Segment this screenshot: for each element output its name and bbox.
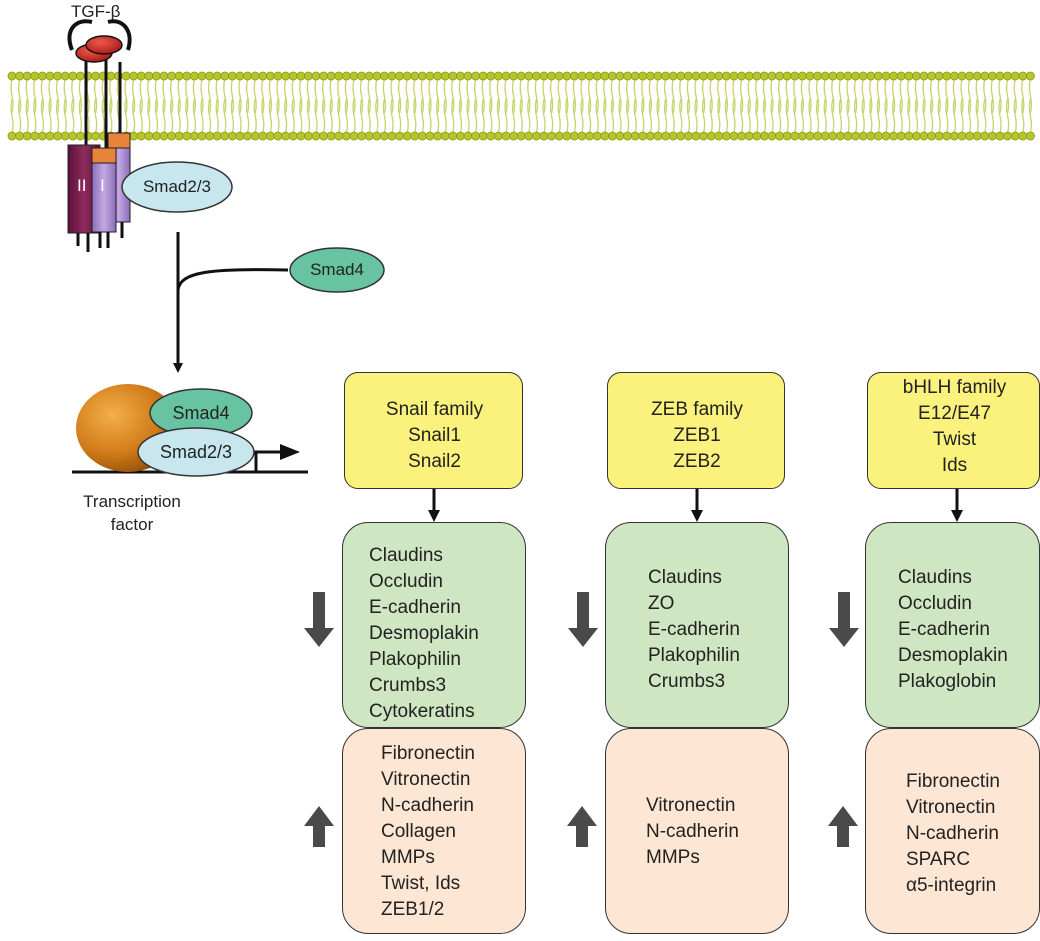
tgf-beta-label: TGF-β [71, 2, 121, 21]
list-item: Occludin [369, 571, 443, 592]
receptor-type-i-cap-back [107, 132, 131, 149]
down-regulation-arrows [304, 592, 859, 647]
list-item: SPARC [906, 849, 971, 870]
list-item: Occludin [898, 593, 972, 614]
list-item: N-cadherin [381, 795, 474, 816]
snail-family-box: Snail family Snail1 Snail2 [344, 372, 523, 489]
list-item: MMPs [381, 847, 435, 868]
smad23-nuclear [137, 427, 255, 477]
list-item: Desmoplakin [898, 645, 1008, 666]
down-arrow-bhlh [829, 592, 859, 647]
smad23-nuclear-label: Smad2/3 [159, 442, 233, 462]
cell-membrane [7, 71, 1035, 141]
list-item: N-cadherin [906, 823, 999, 844]
family-connectors [428, 488, 963, 522]
down-arrow-zeb [568, 592, 598, 647]
snail-upregulated-list: Fibronectin Vitronectin N-cadherin Colla… [381, 741, 475, 923]
list-item: ZEB1/2 [381, 899, 445, 920]
list-item: Vitronectin [906, 797, 996, 818]
bhlh-family-member: Ids [941, 455, 968, 476]
smad23-cytoplasmic-label: Smad2/3 [142, 177, 212, 196]
smad23-cytoplasmic [121, 161, 233, 213]
up-arrow-zeb [567, 806, 597, 847]
list-item: Crumbs3 [648, 671, 726, 692]
smad4-cytoplasmic-label: Smad4 [310, 260, 364, 279]
bhlh-upregulated-list: Fibronectin Vitronectin N-cadherin SPARC… [906, 769, 1000, 899]
list-item: Collagen [381, 821, 456, 842]
smad4-nuclear-label: Smad4 [172, 403, 230, 423]
transcription-complex [72, 384, 308, 477]
snail-family-text: Snail family Snail1 Snail2 [345, 397, 524, 475]
list-item: Plakoglobin [898, 671, 997, 692]
transcription-factor-label-line1: Transcription [83, 492, 181, 511]
bhlh-family-member: E12/E47 [918, 403, 991, 424]
list-item: Claudins [648, 567, 722, 588]
zeb-family-member: ZEB1 [673, 425, 721, 446]
zeb-family-text: ZEB family ZEB1 ZEB2 [608, 397, 786, 475]
up-regulation-arrows [304, 806, 858, 847]
zeb-family-title: ZEB family [651, 399, 743, 420]
down-arrow-snail [304, 592, 334, 647]
list-item: E-cadherin [648, 619, 740, 640]
list-item: Plakophilin [648, 645, 740, 666]
bhlh-family-title: bHLH family [902, 377, 1007, 398]
snail-family-member: Snail1 [408, 425, 461, 446]
receptor-type-ii-label: II [77, 176, 87, 195]
list-item: Claudins [369, 545, 443, 566]
list-item: Cytokeratins [369, 701, 475, 722]
list-item: Crumbs3 [369, 675, 447, 696]
bhlh-upregulated-box: Fibronectin Vitronectin N-cadherin SPARC… [865, 728, 1040, 934]
list-item: Plakophilin [369, 649, 461, 670]
zeb-family-box: ZEB family ZEB1 ZEB2 [607, 372, 785, 489]
zeb-family-member: ZEB2 [673, 451, 721, 472]
list-item: Vitronectin [381, 769, 471, 790]
tgf-beta-receptor-complex [67, 19, 132, 252]
up-arrow-bhlh [828, 806, 858, 847]
snail-downregulated-list: Claudins Occludin E-cadherin Desmoplakin… [369, 543, 479, 725]
zeb-downregulated-list: Claudins ZO E-cadherin Plakophilin Crumb… [648, 565, 740, 695]
list-item: Twist, Ids [381, 873, 461, 894]
bhlh-family-text: bHLH family E12/E47 Twist Ids [868, 375, 1040, 479]
list-item: Desmoplakin [369, 623, 479, 644]
snail-family-member: Snail2 [408, 451, 461, 472]
list-item: Claudins [898, 567, 972, 588]
snail-upregulated-box: Fibronectin Vitronectin N-cadherin Colla… [342, 728, 526, 934]
zeb-upregulated-box: Vitronectin N-cadherin MMPs [605, 728, 789, 934]
receptor-type-i-label: I [100, 176, 105, 195]
list-item: α5-integrin [906, 875, 997, 896]
bhlh-downregulated-box: Claudins Occludin E-cadherin Desmoplakin… [865, 522, 1040, 728]
receptor-type-i-cap [91, 147, 117, 164]
list-item: ZO [648, 593, 675, 614]
zeb-downregulated-box: Claudins ZO E-cadherin Plakophilin Crumb… [605, 522, 789, 728]
bhlh-family-box: bHLH family E12/E47 Twist Ids [867, 372, 1040, 489]
snail-family-title: Snail family [385, 399, 484, 420]
bhlh-family-member: Twist [932, 429, 977, 450]
smad4-cytoplasmic [289, 247, 385, 293]
bhlh-downregulated-list: Claudins Occludin E-cadherin Desmoplakin… [898, 565, 1008, 695]
transcription-start-arrow [254, 450, 282, 472]
tgf-beta-ligand-upper [85, 35, 123, 55]
smad4-join-arc [176, 268, 289, 291]
list-item: MMPs [646, 847, 700, 868]
up-arrow-snail [304, 806, 334, 847]
list-item: N-cadherin [646, 821, 739, 842]
snail-downregulated-box: Claudins Occludin E-cadherin Desmoplakin… [342, 522, 526, 728]
list-item: Vitronectin [646, 795, 736, 816]
zeb-upregulated-list: Vitronectin N-cadherin MMPs [646, 793, 739, 871]
list-item: E-cadherin [898, 619, 990, 640]
list-item: Fibronectin [906, 771, 1000, 792]
list-item: Fibronectin [381, 743, 475, 764]
list-item: E-cadherin [369, 597, 461, 618]
transcription-factor-label-line2: factor [110, 515, 154, 534]
